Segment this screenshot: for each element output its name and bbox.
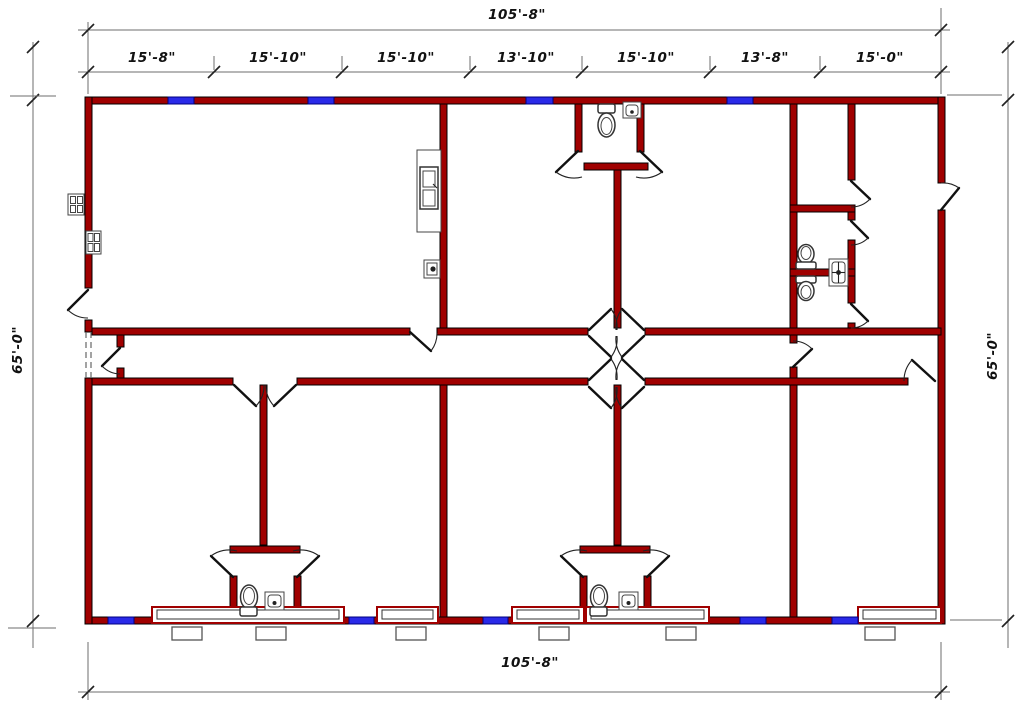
door-swing [559, 549, 671, 579]
window [831, 616, 859, 625]
door-swing [66, 288, 90, 319]
sink-icon [622, 101, 642, 119]
door-swing [903, 358, 937, 383]
window [167, 96, 195, 105]
door-swing [849, 179, 872, 208]
steps [864, 626, 896, 641]
door-swing [939, 182, 961, 212]
dim-segment-4: 13'-10" [497, 50, 555, 66]
window [482, 616, 509, 625]
double-door-swing [587, 307, 646, 359]
dim-bottom-overall: 105'-8" [501, 655, 559, 671]
window [739, 616, 767, 625]
interior-walls [229, 103, 856, 622]
door-swings [66, 149, 961, 579]
dashed-wall-opening [85, 332, 92, 378]
steps [538, 626, 570, 641]
double-door-swing [232, 383, 298, 408]
window [525, 96, 554, 105]
door-swing [209, 549, 321, 579]
toilet-icon [597, 103, 616, 138]
door-swing [849, 219, 870, 246]
windows [107, 96, 859, 625]
steps [171, 626, 203, 641]
window [348, 616, 375, 625]
door-swing [849, 302, 870, 329]
electrical-panel-icon [85, 230, 102, 255]
steps [255, 626, 287, 641]
door-swing [408, 330, 438, 353]
window [726, 96, 754, 105]
exterior-walls [84, 96, 946, 625]
landing [857, 606, 942, 624]
toilet-icon [795, 275, 817, 302]
dim-top-overall: 105'-8" [488, 7, 546, 23]
sink-icon [828, 258, 849, 287]
toilet-icon [795, 243, 817, 270]
entry-landings [151, 606, 942, 624]
dim-segment-5: 15'-10" [617, 50, 675, 66]
door-swing [791, 340, 814, 369]
dimension-lines [8, 8, 1015, 700]
dim-left-height: 65'-0" [10, 326, 26, 374]
wall-box-icon [423, 259, 441, 279]
dim-segment-6: 13'-8" [741, 50, 789, 66]
landing [376, 606, 439, 624]
sink-icon [264, 591, 285, 611]
dim-segment-1: 15'-8" [128, 50, 176, 66]
sink-icon [618, 591, 639, 611]
window [107, 616, 135, 625]
steps [395, 626, 427, 641]
kitchen-counter [416, 149, 442, 233]
fixtures [67, 101, 849, 617]
window [307, 96, 335, 105]
door-swing [554, 149, 664, 179]
electrical-panel-icon [67, 193, 85, 216]
door-swing [100, 346, 122, 375]
toilet-icon [589, 584, 609, 617]
steps [665, 626, 697, 641]
double-door-swing [587, 357, 646, 410]
dimension-labels: 105'-8" 15'-8" 15'-10" 15'-10" 13'-10" 1… [10, 7, 1001, 671]
entry-steps [171, 626, 896, 641]
dim-segment-2: 15'-10" [249, 50, 307, 66]
landing [511, 606, 585, 624]
dim-right-height: 65'-0" [985, 332, 1001, 380]
corridor-walls [91, 327, 942, 386]
toilet-icon [239, 584, 259, 617]
dim-segment-3: 15'-10" [377, 50, 435, 66]
dim-segment-7: 15'-0" [856, 50, 904, 66]
